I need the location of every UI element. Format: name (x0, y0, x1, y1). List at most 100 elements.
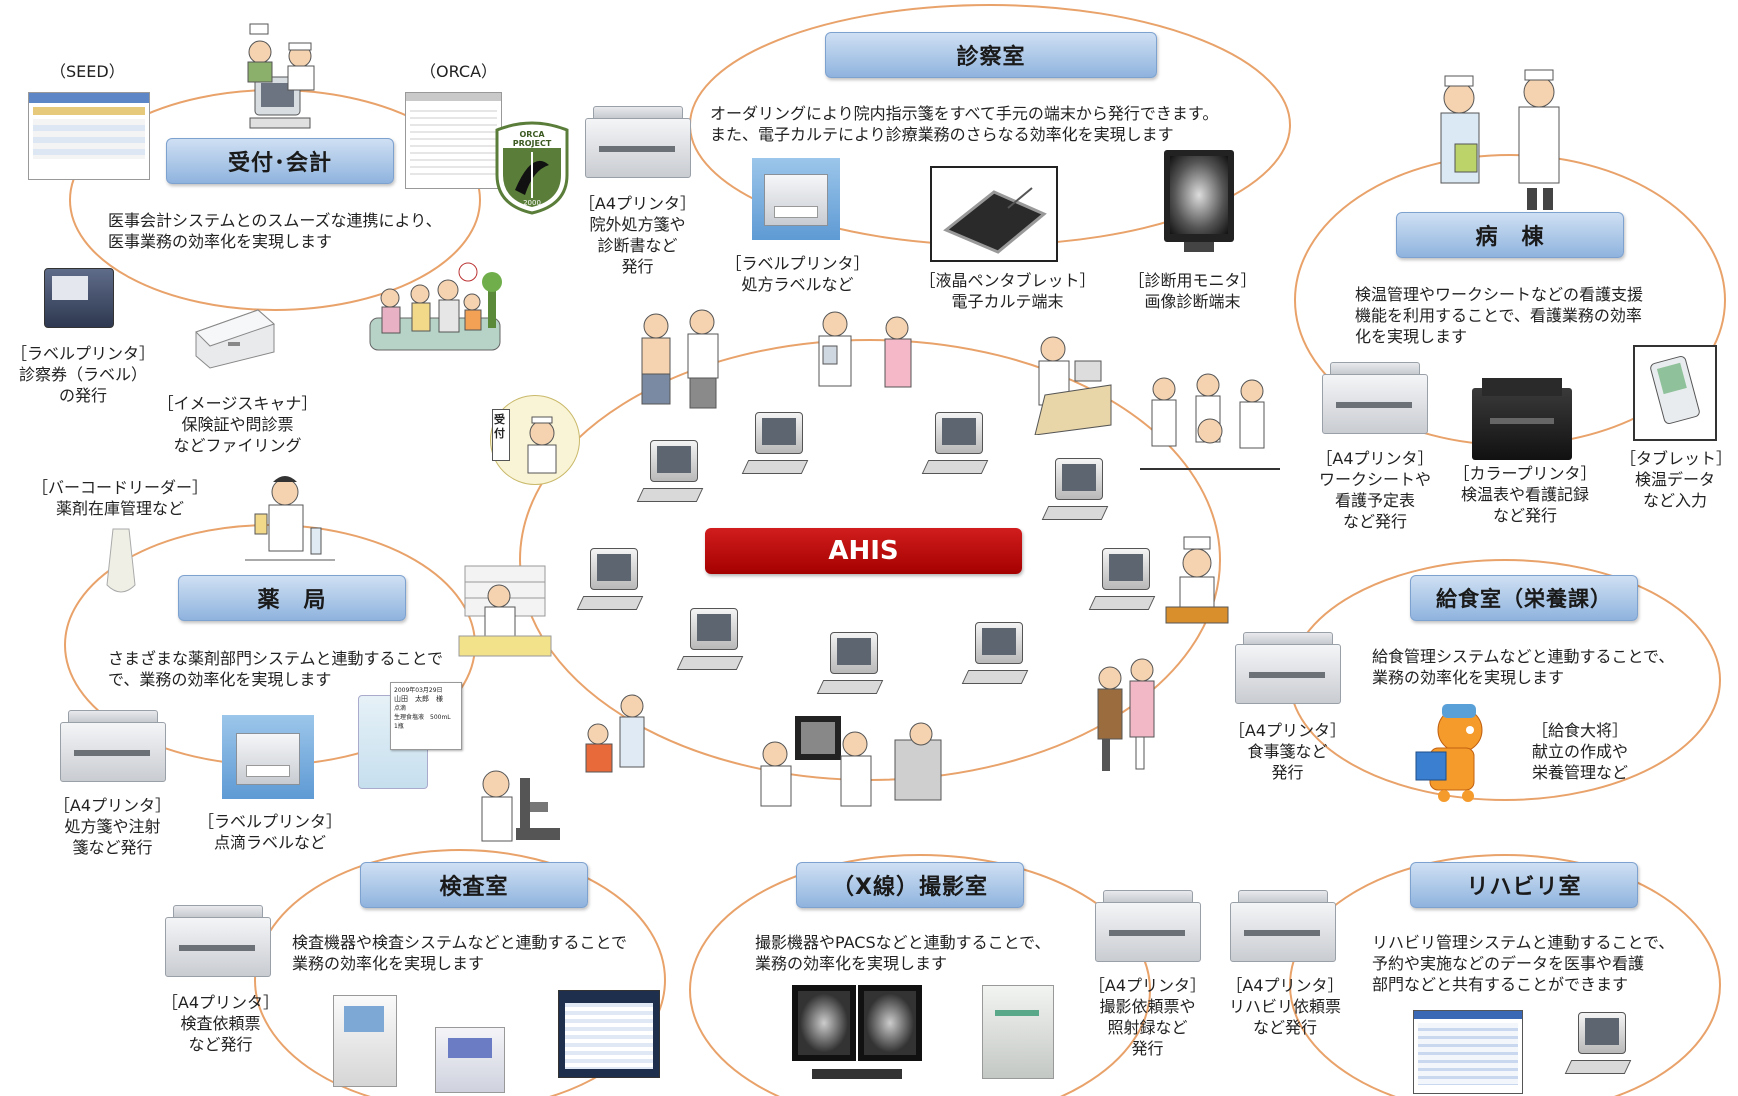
ward-a4-printer-icon (1322, 362, 1428, 434)
exam-description-line1: オーダリングにより院内指示箋をすべて手元の端末から発行できます。 (710, 104, 1219, 123)
xray-a4-line4: 発行 (1131, 1039, 1164, 1058)
nurses-meeting-illustration (1140, 365, 1280, 473)
color-printer-line2: 検温表や看護記録 (1460, 485, 1589, 504)
seed-screenshot (28, 92, 150, 180)
lab-description-line1: 検査機器や検査システムなどと連動することで (292, 933, 628, 952)
rehab-title: リハビリ室 (1410, 862, 1638, 908)
xray-room-illustration (745, 710, 955, 820)
network-pc-icon (576, 548, 650, 618)
orca-label: （ORCA） (420, 62, 498, 81)
drip-label-item1: 点滴 (394, 705, 407, 712)
network-pc-icon (741, 412, 815, 482)
rehab-a4-printer-icon (1230, 890, 1336, 962)
pacs-workstation-icon (792, 985, 924, 1085)
ward-a4-line2: ワークシートや (1318, 470, 1431, 489)
network-pc-icon (676, 608, 750, 678)
ahis-center-label: AHIS (705, 528, 1022, 574)
seed-label: （SEED） (50, 62, 125, 81)
food-service-illustration (1160, 533, 1235, 633)
exam-description-line2: また、電子カルテにより診療業務のさらなる効率化を実現します (710, 125, 1174, 144)
rehab-description-line2: 予約や実施などのデータを医事や看護 (1372, 954, 1645, 973)
drip-label-name: 山田 太郎 様 (394, 695, 443, 703)
lab-a4-line3: など発行 (188, 1035, 253, 1054)
pharmacy-label-line2: 点滴ラベルなど (213, 833, 326, 852)
exam-a4-printer-icon (585, 106, 691, 178)
exam-label-line1: ［ラベルプリンタ］ (725, 254, 870, 273)
pharmacy-description-line2: で、業務の効率化を実現します (108, 670, 332, 689)
ward-a4-line3: 看護予定表 (1334, 491, 1415, 510)
lab-analyzer2-icon (435, 1027, 505, 1093)
xray-a4-printer-icon (1095, 890, 1201, 962)
drip-label-sheet: 2009年03月29日 山田 太郎 様 点滴 生理食塩液 500mL 1瓶 (390, 682, 462, 750)
rehab-a4-line2: リハビリ依頼票 (1228, 997, 1341, 1016)
tablet-device-line2: 検温データ (1634, 470, 1715, 489)
nutrition-app-line1: ［給食大将］ (1531, 721, 1628, 740)
ward-a4-line4: など発行 (1342, 512, 1407, 531)
pharmacist-illustration (245, 468, 335, 573)
blood-test-illustration (578, 690, 658, 785)
reception-description-line2: 医事業務の効率化を実現します (108, 232, 333, 251)
reception-staff-illustration (230, 22, 330, 132)
network-pc-icon (1088, 548, 1162, 618)
monitor-line2: 画像診断端末 (1144, 292, 1241, 311)
tablet-line2: 電子カルテ端末 (951, 292, 1064, 311)
rehab-description-line3: 部門などと共有することができます (1372, 975, 1629, 994)
xray-film-printer-icon (982, 985, 1054, 1079)
lab-title: 検査室 (360, 862, 588, 908)
xray-a4-line2: 撮影依頼票や (1099, 997, 1196, 1016)
nutrition-a4-line2: 食事箋など (1247, 742, 1328, 761)
doctor-desk-illustration (1015, 325, 1115, 436)
rehab-walking-illustration (1088, 652, 1168, 777)
pharmacy-label-line1: ［ラベルプリンタ］ (197, 812, 342, 831)
nutrition-a4-line3: 発行 (1271, 763, 1304, 782)
orca-project-logo: ORCA PROJECT 2000 (493, 120, 571, 215)
nutrition-app-line2: 献立の作成や (1531, 742, 1628, 761)
pen-tablet-icon (930, 166, 1058, 262)
rehab-description-line1: リハビリ管理システムと連動することで、 (1372, 933, 1675, 952)
reception-title: 受付･会計 (166, 138, 394, 184)
network-pc-icon (636, 440, 710, 510)
reception-sign-text: 受付 (494, 413, 505, 440)
rehab-pc-icon (1564, 1012, 1638, 1082)
pharmacy-label-printer-icon (222, 715, 314, 799)
exam-room-title: 診察室 (825, 32, 1157, 78)
handheld-tablet-icon (1633, 345, 1717, 441)
reception-label-printer-line3: の発行 (58, 386, 107, 405)
reception-label-printer-line1: ［ラベルプリンタ］ (10, 344, 155, 363)
xray-description-line2: 業務の効率化を実現します (755, 954, 948, 973)
reception-label-printer-line2: 診察券（ラベル） (18, 365, 147, 384)
xray-a4-line3: 照射録など (1107, 1018, 1188, 1037)
ward-description-line3: 化を実現します (1355, 327, 1468, 346)
rehab-a4-line3: など発行 (1252, 1018, 1317, 1037)
pharmacy-description-line1: さまざまな薬剤部門システムと連動することで (108, 649, 444, 668)
diagnostic-monitor-icon (1160, 150, 1238, 254)
lab-description-line2: 業務の効率化を実現します (292, 954, 485, 973)
lab-a4-printer-icon (165, 905, 271, 977)
drip-label-item3: 1瓶 (394, 723, 404, 730)
monitor-line1: ［診断用モニタ］ (1128, 271, 1257, 290)
rehab-system-screen-icon (1413, 1010, 1523, 1094)
rehab-ellipse (1289, 854, 1721, 1096)
lab-ellipse (254, 849, 666, 1096)
nutrition-a4-printer-icon (1235, 632, 1341, 704)
color-printer-icon (1472, 378, 1572, 464)
drip-label-date: 2009年03月29日 (394, 687, 443, 694)
image-scanner-icon (188, 302, 278, 374)
lab-analyzer-icon (333, 995, 397, 1087)
nutrition-app-line3: 栄養管理など (1531, 763, 1628, 782)
exam-label-line2: 処方ラベルなど (741, 275, 854, 294)
network-pc-icon (816, 632, 890, 702)
color-printer-line3: など発行 (1492, 506, 1557, 525)
exam-a4-line3: 診断書など (597, 236, 678, 255)
nutrition-title: 給食室（栄養課） (1410, 575, 1638, 621)
xray-a4-line1: ［A4プリンタ］ (1088, 976, 1207, 995)
orca-logo-text: ORCA PROJECT (512, 130, 552, 148)
ward-description-line2: 機能を利用することで、看護業務の効率 (1355, 306, 1642, 325)
xray-ellipse (689, 854, 1151, 1096)
scanner-line3: などファイリング (173, 436, 302, 455)
exam-a4-line4: 発行 (621, 257, 654, 276)
lab-a4-line2: 検査依頼票 (180, 1014, 261, 1033)
pharmacy-staff-illustration (455, 560, 555, 662)
exam-a4-line1: ［A4プリンタ］ (578, 194, 697, 213)
ward-nurses-illustration (1415, 68, 1585, 216)
